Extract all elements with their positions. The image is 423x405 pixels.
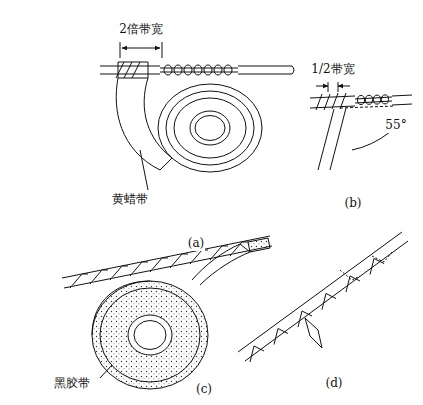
panel-caption: (b) bbox=[343, 197, 362, 210]
panel-d bbox=[238, 232, 408, 362]
part-label: 1/2带宽 bbox=[310, 63, 355, 76]
part-label: 黄蜡带 bbox=[111, 193, 149, 206]
panel-c bbox=[62, 236, 272, 389]
panel-caption: (d) bbox=[324, 377, 343, 390]
panel-caption: (c) bbox=[195, 383, 213, 396]
panel-a bbox=[100, 42, 294, 190]
part-label: 2倍带宽 bbox=[118, 23, 164, 36]
part-label: 55° bbox=[384, 119, 407, 132]
panel-b bbox=[310, 82, 412, 170]
panel-caption: (a) bbox=[187, 237, 206, 250]
part-label: 黑胶带 bbox=[53, 377, 91, 390]
